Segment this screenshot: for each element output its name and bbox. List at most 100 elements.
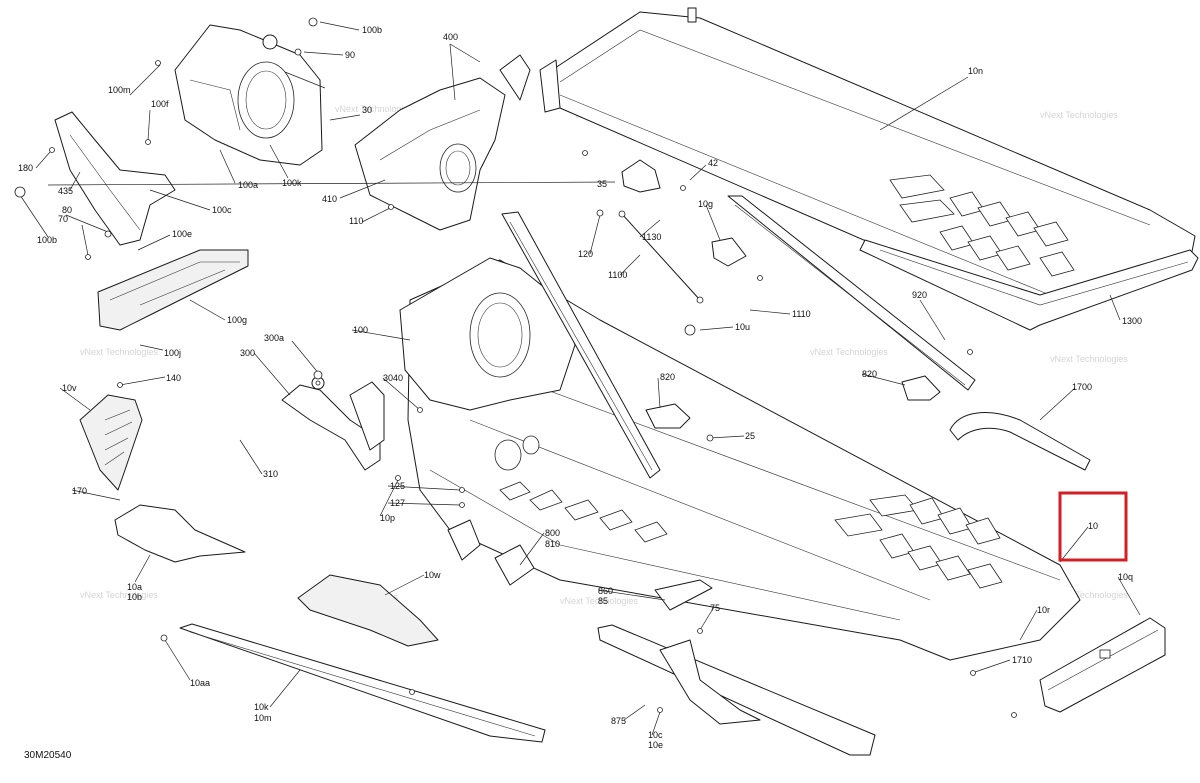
callout-label: 100m [108, 85, 131, 95]
callout-label: 75 [710, 603, 720, 613]
callout-label: 1130 [642, 232, 661, 242]
bracket-35 [621, 159, 661, 193]
callout-label: 170 [72, 486, 87, 496]
callout-label: 70 [58, 214, 68, 224]
callout-label: 10n [968, 66, 983, 76]
watermark-text: vNext Technologies [80, 347, 158, 357]
callout-label: 860 [598, 586, 613, 596]
diagram-code: 30M20540 [24, 750, 72, 761]
callout-label: 10v [62, 383, 77, 393]
upper-column-assembly [354, 54, 531, 231]
callout-label: 90 [345, 50, 355, 60]
callout-label: 100g [227, 315, 247, 325]
mount-820b [901, 375, 941, 401]
watermark-text: vNext Technologies [1040, 110, 1118, 120]
callout-label: 10r [1037, 605, 1050, 615]
callout-label: 25 [745, 431, 755, 441]
callout-label: 10p [380, 513, 395, 523]
watermark-text: vNext Technologies [560, 596, 638, 606]
callout-label: 10w [424, 570, 441, 580]
callout-label: 1700 [1072, 382, 1092, 392]
callout-label: 10k [254, 702, 269, 712]
tunnel-cutouts-upper [889, 174, 1075, 277]
callout-label: 1110 [792, 309, 811, 319]
callout-label: 10g [698, 199, 713, 209]
suspension-bracket [79, 394, 143, 491]
watermark-text: vNext Technologies [335, 104, 413, 114]
callout-label: 110 [349, 216, 363, 226]
callout-label: 820 [862, 369, 877, 379]
callout-label: 400 [443, 32, 458, 42]
side-rail [859, 239, 1199, 331]
bracket-10g [711, 237, 747, 267]
callout-label: 10e [648, 740, 663, 750]
fastener-markers [14, 17, 1017, 718]
callout-label: 310 [263, 469, 278, 479]
front-frame-assembly [174, 24, 323, 166]
callout-label: 42 [708, 158, 718, 168]
callout-label: 410 [322, 194, 337, 204]
rear-bumper [949, 412, 1091, 471]
callout-label: 10a [127, 582, 142, 592]
callout-label: 10 [1088, 521, 1098, 531]
callout-label: 810 [545, 539, 560, 549]
callout-label: 100b [362, 25, 382, 35]
steering-support [281, 384, 381, 471]
callout-label: 30 [362, 105, 372, 115]
callout-label: 100k [282, 178, 302, 188]
callout-label: 1300 [1122, 316, 1142, 326]
watermark-text: vNext Technologies [1050, 590, 1128, 600]
mid-bracket [297, 574, 439, 647]
callout-label: 10q [1118, 572, 1133, 582]
callout-label: 3040 [383, 373, 403, 383]
callout-label: 100e [172, 229, 192, 239]
callout-label: 435 [58, 186, 73, 196]
callout-label: 10aa [190, 678, 210, 688]
front-lower-tray [114, 504, 246, 563]
main-chassis [399, 211, 1081, 661]
callout-label: 10b [127, 592, 142, 602]
watermark-text: vNext Technologies [80, 590, 158, 600]
callout-labels: 100b 90 400 10n 100m 100f 30 42 180 35 4… [18, 25, 1142, 750]
mount-820 [645, 403, 691, 429]
callout-label: 120 [578, 249, 593, 259]
callout-label: 127 [390, 498, 405, 508]
callout-label: 300a [264, 333, 284, 343]
callout-label: 1100 [608, 270, 627, 280]
tunnel-top-panel [539, 7, 1196, 309]
callout-label: 85 [598, 596, 608, 606]
callout-label: 800 [545, 528, 560, 538]
bottom-rail [597, 624, 876, 756]
callout-label: 100f [151, 99, 169, 109]
highlight-box [1058, 491, 1128, 562]
callout-label: 35 [597, 179, 607, 189]
bracket-125 [447, 519, 481, 561]
lower-strip [179, 623, 546, 743]
callout-label: 1710 [1012, 655, 1032, 665]
callout-label: 100a [238, 180, 258, 190]
leader-lines [19, 21, 1141, 736]
callout-label: 920 [912, 290, 927, 300]
callout-label: 125 [390, 481, 405, 491]
callout-label: 140 [166, 373, 181, 383]
callout-label: 10c [648, 730, 663, 740]
callout-label: 100b [37, 235, 57, 245]
callout-label: 100j [164, 348, 181, 358]
plate-800 [494, 544, 535, 586]
rear-cross-member [1039, 617, 1166, 713]
callout-label: 180 [18, 163, 33, 173]
tunnel-cutouts-lower [834, 494, 1003, 589]
watermark-text: vNext Technologies [1050, 354, 1128, 364]
callout-label: 80 [62, 205, 72, 215]
callout-label: 300 [240, 348, 255, 358]
watermark-text: vNext Technologies [810, 347, 888, 357]
callout-label: 100 [353, 325, 368, 335]
left-frame-piece [54, 111, 176, 246]
callout-label: 100c [212, 205, 232, 215]
callout-label: 875 [611, 716, 626, 726]
cross-member-pan [97, 249, 249, 331]
callout-label: 10m [254, 713, 272, 723]
callout-label: 820 [660, 372, 675, 382]
